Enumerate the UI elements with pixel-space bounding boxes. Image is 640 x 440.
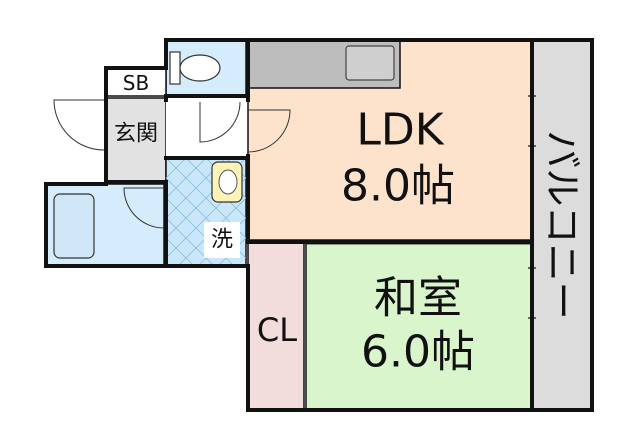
washroom-area: 洗: [165, 157, 247, 267]
bath-door-swing: [123, 187, 165, 229]
washroom-label: 洗: [211, 228, 233, 253]
shoebox-fill: [105, 67, 167, 97]
washitsu-room: 和室 6.0帖: [303, 241, 533, 411]
entrance-label: 玄関: [114, 122, 158, 147]
washroom-label-box: [204, 222, 240, 258]
balcony-label: バルコニー: [540, 130, 584, 319]
shoebox-label: SB: [123, 71, 149, 95]
closet-fill: [247, 241, 305, 411]
walls: [44, 38, 594, 412]
entrance-area: 玄関: [53, 97, 167, 183]
front-door-swing: [53, 99, 105, 151]
balcony-area: バルコニー: [531, 39, 593, 411]
toilet-room: [165, 39, 247, 97]
ldk-name: LDK: [356, 105, 444, 156]
toilet-tank: [169, 51, 181, 85]
ldk-door-swing: [247, 109, 291, 153]
ldk-size: 8.0帖: [341, 161, 455, 212]
ldk-room: LDK 8.0帖: [247, 39, 533, 241]
washitsu-fill: [305, 241, 533, 411]
bathroom-area: [45, 183, 165, 267]
washitsu-size: 6.0帖: [361, 327, 475, 378]
bathtub-icon: [53, 193, 95, 259]
wash-basin-bowl: [218, 169, 238, 195]
closet-area: CL: [247, 241, 305, 411]
balcony-fill: [531, 39, 593, 411]
hall-door-swing: [199, 101, 241, 143]
windows: [528, 95, 536, 319]
shoebox-area: SB: [105, 67, 167, 97]
kitchen-sink: [345, 45, 395, 81]
closet-label: CL: [257, 311, 297, 349]
washitsu-name: 和室: [374, 273, 462, 324]
hall-fill: [166, 98, 246, 156]
outer-wall: [44, 38, 594, 412]
toilet-bowl-icon: [179, 54, 221, 82]
hall-door: [166, 98, 291, 156]
